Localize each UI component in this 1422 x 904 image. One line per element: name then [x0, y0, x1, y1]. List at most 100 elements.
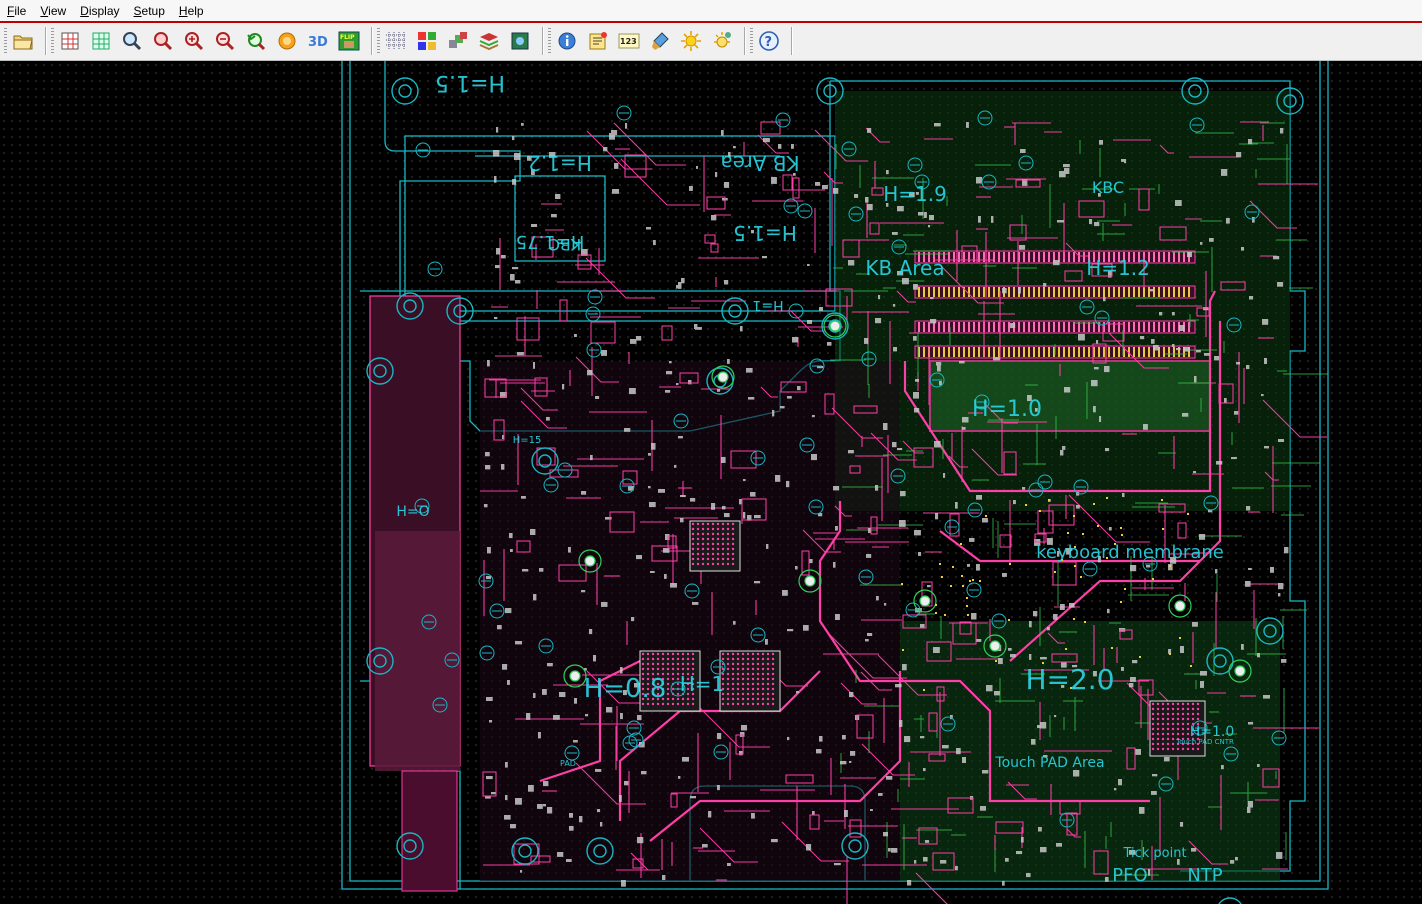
menu-display[interactable]: Display — [80, 3, 120, 18]
highlight-brush-icon — [652, 32, 669, 50]
board-outline-icon — [511, 32, 529, 50]
mid-zone-fill — [480, 361, 900, 881]
smd-pads — [484, 122, 1289, 887]
bright-settings-icon — [714, 32, 731, 48]
properties-button[interactable] — [585, 28, 611, 54]
menu-bar: File View Display Setup Help — [0, 0, 1422, 23]
net-numbers-icon: 123 — [618, 33, 640, 49]
info-button[interactable] — [554, 28, 580, 54]
properties-icon — [589, 32, 607, 50]
zoom-out-button[interactable] — [212, 28, 238, 54]
net-numbers-button[interactable]: 123 — [616, 28, 642, 54]
connector-band — [914, 285, 1196, 299]
zoom-board-icon — [92, 32, 110, 50]
help-button[interactable]: ? — [756, 28, 782, 54]
brightness-button[interactable] — [678, 28, 704, 54]
silkscreen-label: KBC — [549, 235, 581, 254]
menu-file[interactable]: File — [7, 3, 27, 18]
grid-toggle-icon — [386, 32, 406, 50]
toolbar-separator — [45, 27, 47, 55]
3d-view-icon: 3D — [308, 35, 328, 50]
zoom-in-button[interactable] — [181, 28, 207, 54]
component-outlines — [482, 121, 1280, 875]
menu-setup[interactable]: Setup — [133, 3, 165, 18]
zoom-in-icon — [185, 32, 204, 51]
silkscreen-label: H=2.0 — [1025, 663, 1114, 696]
svg-text:3D: 3D — [308, 35, 328, 50]
left-connector-zone — [369, 295, 461, 892]
zoom-window-button[interactable] — [119, 28, 145, 54]
open-folder-icon — [13, 35, 33, 50]
silkscreen-label: H=1 — [680, 672, 725, 696]
silkscreen-label: H=1.9 — [883, 182, 947, 206]
highlight-brush-button[interactable] — [647, 28, 673, 54]
open-folder-button[interactable] — [10, 28, 36, 54]
bright-settings-button[interactable] — [709, 28, 735, 54]
toolbar-grip[interactable] — [377, 28, 380, 54]
silkscreen-label: KB Area — [720, 151, 799, 175]
silkscreen-label: H=1.2 — [1086, 256, 1150, 280]
zoom-extents-button[interactable] — [57, 28, 83, 54]
rotate-button[interactable] — [274, 28, 300, 54]
layers-icon — [418, 32, 436, 50]
layers-button[interactable] — [414, 28, 440, 54]
silkscreen-label: H=15 — [513, 435, 542, 446]
toolbar-grip[interactable] — [750, 28, 753, 54]
zoom-extents-icon — [61, 32, 79, 50]
menu-view[interactable]: View — [40, 3, 67, 18]
kb-zone-fill — [835, 91, 1290, 511]
brightness-icon — [681, 31, 701, 51]
zoom-previous-button[interactable] — [243, 28, 269, 54]
components-button[interactable] — [445, 28, 471, 54]
toolbar-separator — [744, 27, 746, 55]
silkscreen-label: Touch PAD CNTR — [1175, 738, 1234, 746]
silkscreen-label: PFO — [1112, 865, 1147, 886]
components-icon — [449, 32, 467, 48]
help-icon: ? — [759, 31, 779, 51]
toolbar-grip[interactable] — [4, 28, 7, 54]
silkscreen-label: H=O — [396, 504, 429, 520]
svg-text:?: ? — [765, 35, 773, 50]
zoom-previous-icon — [247, 33, 266, 51]
silkscreen-label: H=1.5 — [435, 70, 505, 95]
zoom-out-icon — [216, 32, 235, 51]
yellow-vias — [901, 497, 1192, 691]
silkscreen-label: H=1 — [752, 297, 783, 313]
bga-chip — [689, 520, 741, 572]
svg-text:123: 123 — [620, 37, 637, 46]
silkscreen-label: H=1.0 — [972, 397, 1042, 422]
menu-help[interactable]: Help — [178, 3, 204, 18]
flip-board-icon: FLIP — [338, 31, 360, 51]
toolbar-grip[interactable] — [548, 28, 551, 54]
zoom-area-icon — [154, 32, 173, 51]
silkscreen-label: H=1.75 — [516, 231, 585, 252]
silkscreen-label: Tick point — [1122, 846, 1186, 861]
zoom-window-icon — [123, 32, 142, 51]
3d-view-button[interactable]: 3D — [305, 28, 331, 54]
board-outline-button[interactable] — [507, 28, 533, 54]
silkscreen-label: keyboard membrane — [1036, 542, 1224, 563]
rotate-icon — [278, 32, 296, 50]
layer-stack-button[interactable] — [476, 28, 502, 54]
zoom-board-button[interactable] — [88, 28, 114, 54]
toolbar: 3D FLIP 123? — [0, 23, 1422, 61]
zoom-area-button[interactable] — [150, 28, 176, 54]
bga-chip — [639, 650, 701, 712]
silkscreen-label: PAD — [560, 759, 576, 768]
silkscreen-label: H=1.0 — [1190, 724, 1235, 740]
flip-board-button[interactable]: FLIP — [336, 28, 362, 54]
grid-toggle-button[interactable] — [383, 28, 409, 54]
bga-chip — [1149, 700, 1206, 757]
bga-chip — [719, 650, 781, 712]
silkscreen-label: NTP — [1187, 865, 1222, 886]
toolbar-grip[interactable] — [51, 28, 54, 54]
silkscreen-label: H=1.5 — [733, 221, 797, 245]
silkscreen-label: H=1.2 — [528, 151, 592, 175]
svg-text:FLIP: FLIP — [340, 34, 355, 41]
info-icon — [558, 32, 576, 50]
toolbar-separator — [542, 27, 544, 55]
silkscreen-label: KBC — [1092, 178, 1124, 197]
